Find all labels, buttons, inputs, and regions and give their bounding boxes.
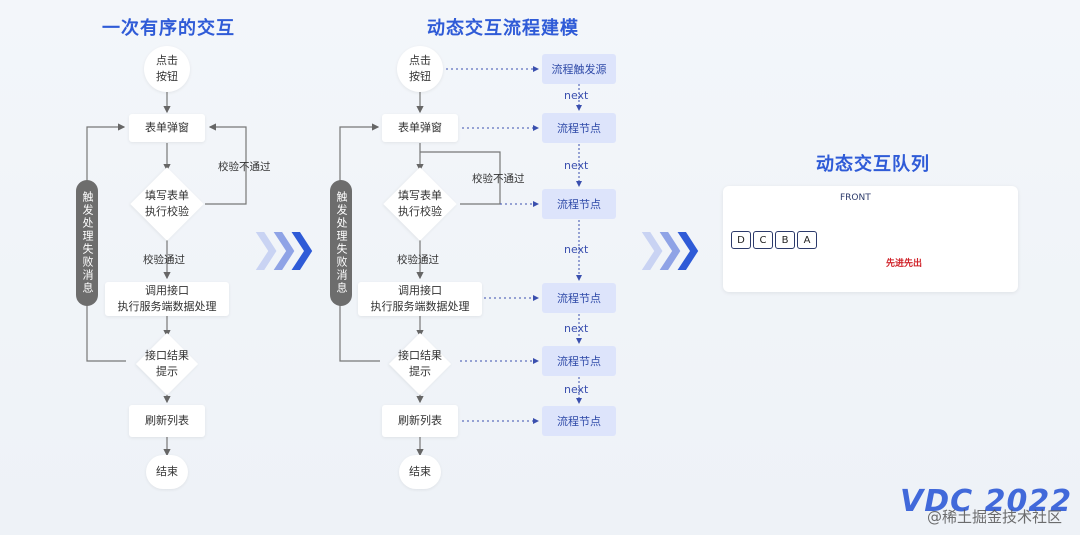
middle-result-label: 接口结果 提示 <box>398 348 442 379</box>
middle-fail-label: 校验不通过 <box>472 173 525 185</box>
middle-result-decision: 接口结果 提示 <box>380 332 460 396</box>
left-start-node: 点击 按钮 <box>144 46 190 92</box>
flow-node: 流程节点 <box>542 113 616 143</box>
chevron-right-icon: ❯❯❯ <box>636 226 703 270</box>
flow-source-node: 流程触发源 <box>542 54 616 84</box>
middle-title: 动态交互流程建模 <box>427 18 579 39</box>
left-api-node: 调用接口 执行服务端数据处理 <box>105 282 229 316</box>
middle-fill-label: 填写表单 执行校验 <box>398 188 442 219</box>
left-title: 一次有序的交互 <box>102 18 235 39</box>
right-title: 动态交互队列 <box>816 154 930 175</box>
middle-refresh-node: 刷新列表 <box>382 405 458 437</box>
next-label: next <box>564 89 589 102</box>
middle-error-pill: 触发处理失败消息 <box>330 180 352 306</box>
left-fail-label: 校验不通过 <box>218 161 271 173</box>
next-label: next <box>564 322 589 335</box>
watermark: @稀土掘金技术社区 <box>926 508 1062 526</box>
left-pass-label: 校验通过 <box>143 254 185 266</box>
queue-item: C <box>753 231 773 249</box>
left-fill-decision: 填写表单 执行校验 <box>127 167 207 241</box>
middle-form-node: 表单弹窗 <box>382 114 458 142</box>
flow-node: 流程节点 <box>542 406 616 436</box>
queue-item: B <box>775 231 795 249</box>
left-fill-label: 填写表单 执行校验 <box>145 188 189 219</box>
left-end-node: 结束 <box>146 455 188 489</box>
queue-item: A <box>797 231 817 249</box>
next-label: next <box>564 243 589 256</box>
left-result-label: 接口结果 提示 <box>145 348 189 379</box>
left-result-decision: 接口结果 提示 <box>127 332 207 396</box>
queue-item: D <box>731 231 751 249</box>
next-label: next <box>564 159 589 172</box>
left-form-node: 表单弹窗 <box>129 114 205 142</box>
middle-api-node: 调用接口 执行服务端数据处理 <box>358 282 482 316</box>
middle-start-node: 点击 按钮 <box>397 46 443 92</box>
flow-node: 流程节点 <box>542 346 616 376</box>
next-label: next <box>564 383 589 396</box>
flow-node: 流程节点 <box>542 283 616 313</box>
flow-node: 流程节点 <box>542 189 616 219</box>
front-label: FRONT <box>840 193 871 203</box>
chevron-right-icon: ❯❯❯ <box>250 226 317 270</box>
middle-pass-label: 校验通过 <box>397 254 439 266</box>
middle-fill-decision: 填写表单 执行校验 <box>380 167 460 241</box>
fifo-label: 先进先出 <box>886 259 923 269</box>
middle-end-node: 结束 <box>399 455 441 489</box>
left-error-pill: 触发处理失败消息 <box>76 180 98 306</box>
vdc-logo: VDC 2022 <box>900 484 1073 519</box>
left-refresh-node: 刷新列表 <box>129 405 205 437</box>
